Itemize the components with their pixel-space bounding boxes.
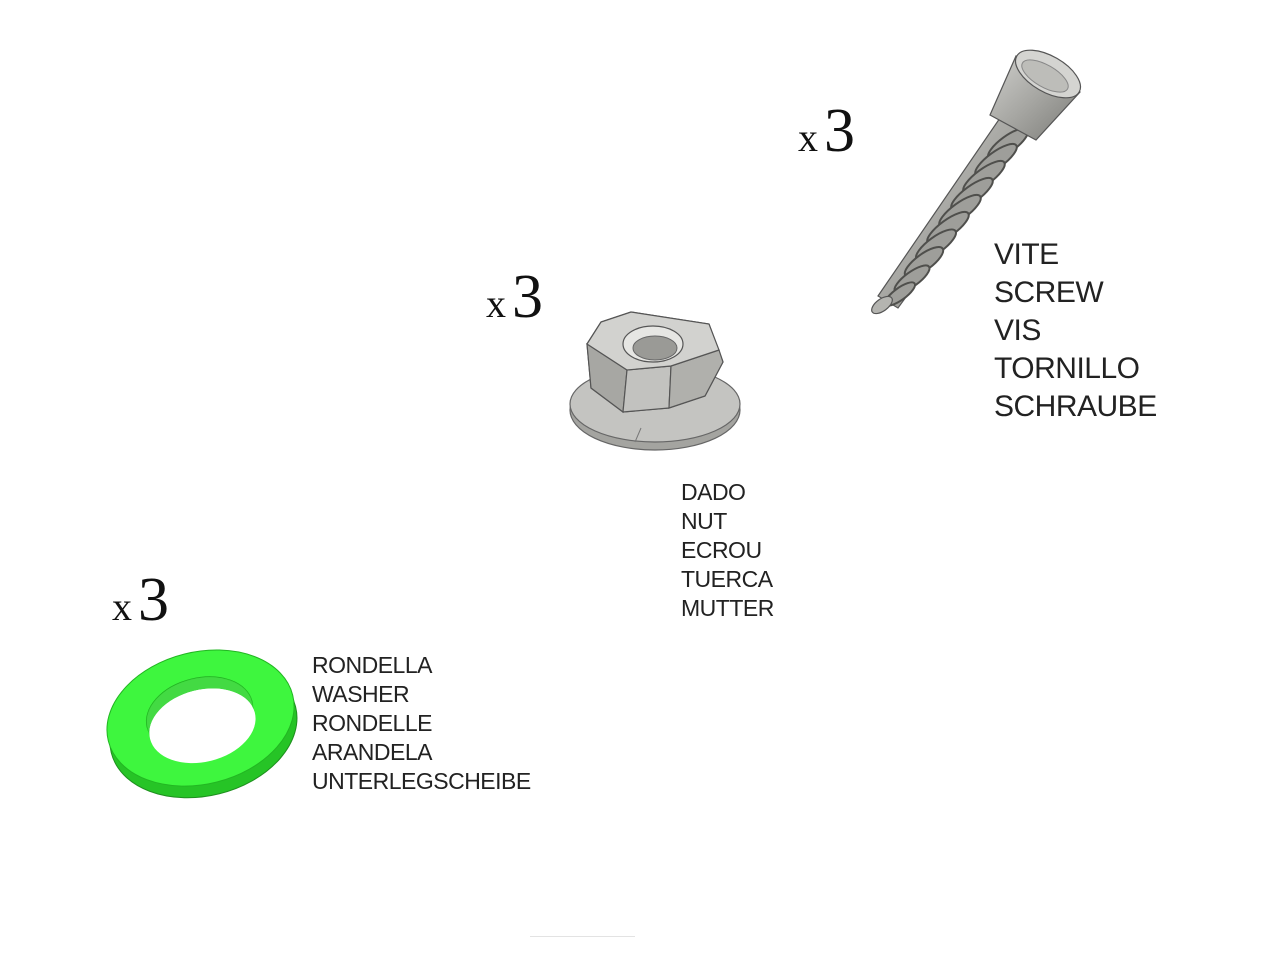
nut-name-it: DADO <box>681 479 746 505</box>
screw-name-es: TORNILLO <box>994 352 1140 385</box>
screw-names: VITE SCREW VIS TORNILLO SCHRAUBE <box>994 236 1157 426</box>
screw-name-fr: VIS <box>994 314 1041 347</box>
screw-quantity-value: 3 <box>824 97 855 165</box>
flange-nut-icon <box>569 311 741 451</box>
nut-quantity-prefix: x <box>486 281 506 326</box>
washer-name-es: ARANDELA <box>312 739 432 765</box>
washer-quantity-value: 3 <box>138 566 169 634</box>
screw-quantity: x3 <box>798 100 855 162</box>
nut-name-en: NUT <box>681 508 727 534</box>
nut-name-de: MUTTER <box>681 595 774 621</box>
screw-icon <box>871 49 1082 315</box>
bottom-divider <box>530 936 635 937</box>
washer-name-it: RONDELLA <box>312 652 432 678</box>
screw-name-en: SCREW <box>994 276 1104 309</box>
washer-icon <box>106 649 298 799</box>
nut-quantity: x3 <box>486 266 543 328</box>
washer-name-fr: RONDELLE <box>312 710 432 736</box>
nut-names: DADO NUT ECROU TUERCA MUTTER <box>681 478 774 623</box>
screw-quantity-prefix: x <box>798 115 818 160</box>
screw-name-it: VITE <box>994 238 1059 271</box>
washer-name-de: UNTERLEGSCHEIBE <box>312 768 531 794</box>
nut-name-es: TUERCA <box>681 566 773 592</box>
washer-names: RONDELLA WASHER RONDELLE ARANDELA UNTERL… <box>312 651 531 796</box>
screw-name-de: SCHRAUBE <box>994 390 1157 423</box>
nut-name-fr: ECROU <box>681 537 762 563</box>
washer-quantity: x3 <box>112 569 169 631</box>
nut-quantity-value: 3 <box>512 263 543 331</box>
washer-quantity-prefix: x <box>112 584 132 629</box>
washer-name-en: WASHER <box>312 681 410 707</box>
